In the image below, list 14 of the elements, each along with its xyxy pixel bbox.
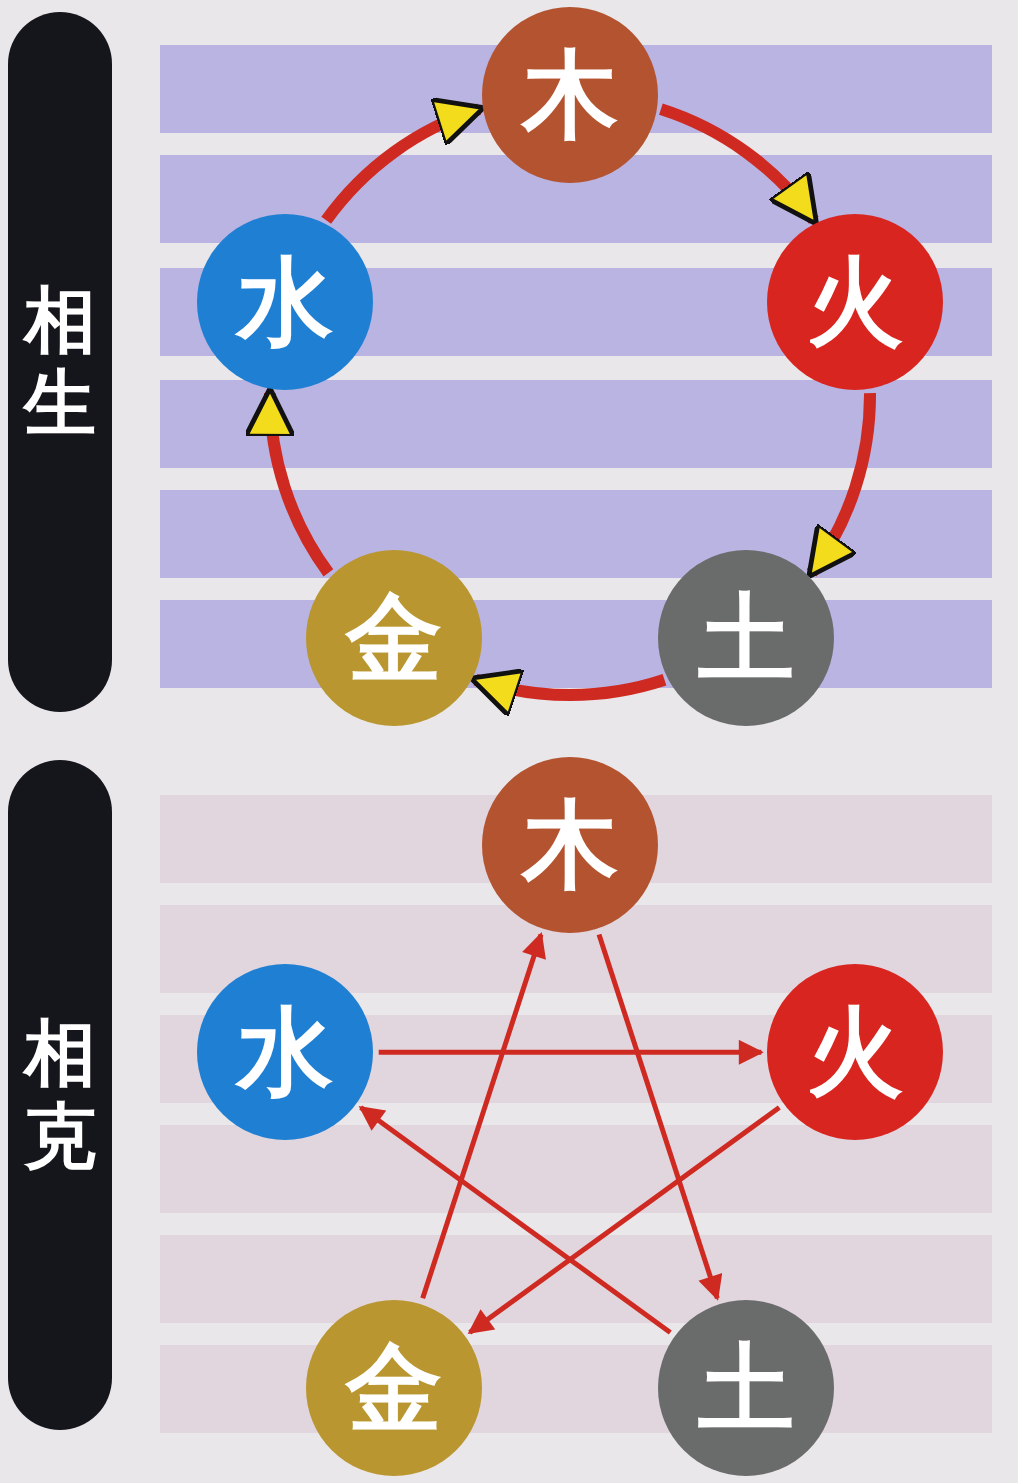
arrow bbox=[658, 103, 820, 227]
arrow bbox=[596, 933, 723, 1301]
arrow bbox=[321, 100, 486, 224]
element-circle: 金 bbox=[305, 1299, 482, 1476]
title-bar: 相克 bbox=[8, 760, 112, 1430]
arrow bbox=[378, 1039, 764, 1065]
arrow bbox=[420, 932, 546, 1300]
title-bar: 相生 bbox=[8, 12, 112, 712]
arrow bbox=[467, 1105, 781, 1335]
arrow bbox=[358, 1105, 672, 1335]
element-circle: 土 bbox=[658, 1299, 835, 1476]
arrow bbox=[806, 392, 876, 580]
element-circle: 木 bbox=[482, 7, 658, 183]
element-circle: 木 bbox=[482, 757, 658, 933]
